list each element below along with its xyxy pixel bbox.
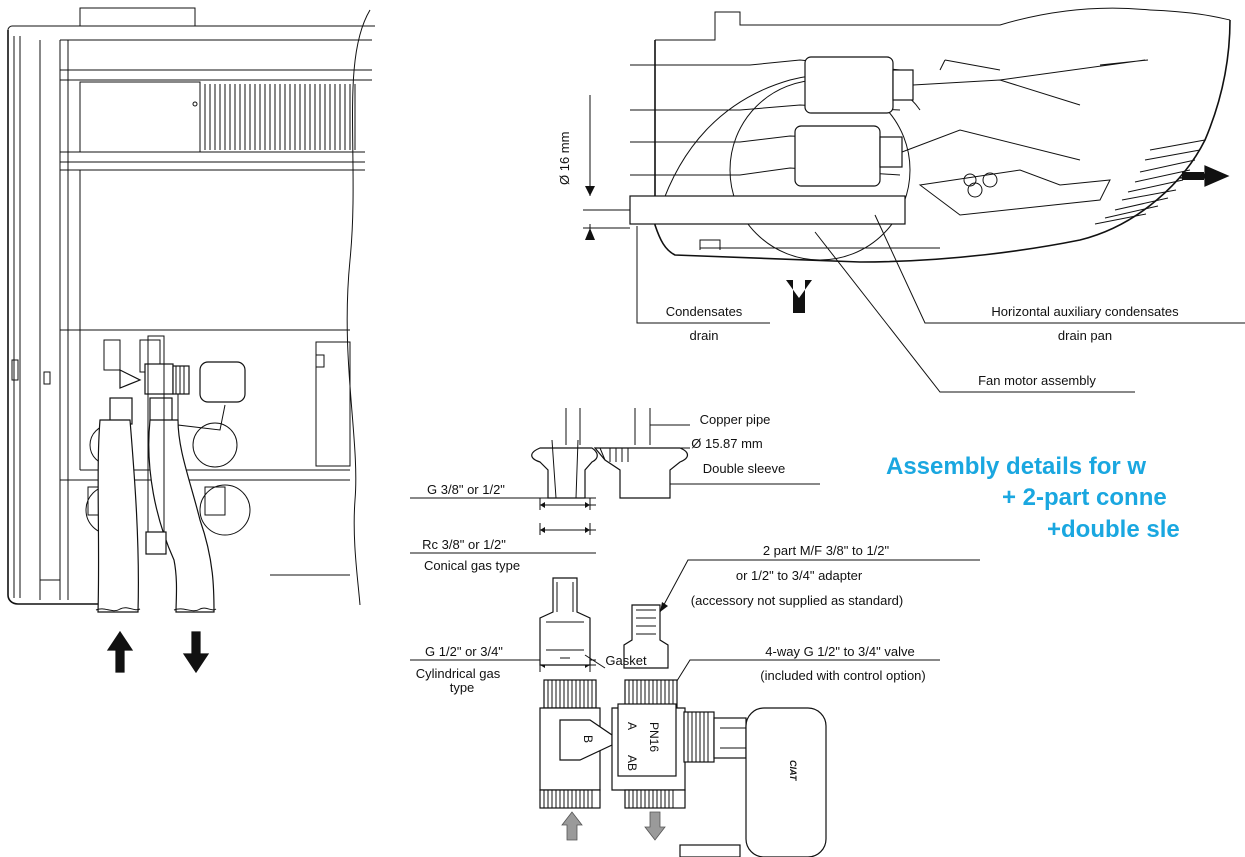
label-conical-gas: Conical gas type bbox=[424, 558, 520, 573]
adapter-drawing bbox=[539, 559, 980, 669]
label-drain-pan: drain pan bbox=[1058, 328, 1112, 343]
label-rc38-12: Rc 3/8" or 1/2" bbox=[422, 537, 506, 552]
label-cylindrical-gas: Cylindrical gas bbox=[416, 666, 501, 681]
valve-mark-a: A bbox=[625, 722, 639, 730]
unit-cabinet-view bbox=[7, 7, 375, 674]
label-gasket: Gasket bbox=[605, 653, 647, 668]
coil-fins bbox=[204, 84, 356, 150]
label-copper-diameter: Ø 15.87 mm bbox=[691, 436, 763, 451]
label-fan-motor: Fan motor assembly bbox=[978, 373, 1096, 388]
title-line-2: + 2-part conne bbox=[1002, 484, 1167, 511]
label-double-sleeve: Double sleeve bbox=[703, 461, 785, 476]
label-g12-34: G 1/2" or 3/4" bbox=[425, 644, 503, 659]
label-diameter-16: Ø 16 mm bbox=[557, 132, 572, 185]
label-valve-1: 4-way G 1/2" to 3/4" valve bbox=[765, 644, 914, 659]
label-horizontal-pan: Horizontal auxiliary condensates bbox=[991, 304, 1179, 319]
valve-mark-pn16: PN16 bbox=[647, 722, 661, 752]
label-cylindrical-type: type bbox=[450, 680, 475, 695]
label-drain: drain bbox=[690, 328, 719, 343]
label-valve-2: (included with control option) bbox=[760, 668, 925, 683]
label-copper-pipe: Copper pipe bbox=[700, 412, 771, 427]
title-line-1: Assembly details for w bbox=[886, 453, 1147, 480]
valve-mark-ab: AB bbox=[625, 755, 639, 771]
label-g38-12: G 3/8" or 1/2" bbox=[427, 482, 505, 497]
valve-mark-b: B bbox=[581, 735, 595, 743]
valve-brand-logo: CIAT bbox=[788, 760, 798, 782]
title-line-3: +double sle bbox=[1047, 516, 1180, 543]
copper-pipe-sleeve-drawing bbox=[531, 408, 820, 499]
label-adapter-2: or 1/2" to 3/4" adapter bbox=[736, 568, 863, 583]
label-adapter-3: (accessory not supplied as standard) bbox=[691, 593, 903, 608]
valve-drawing bbox=[539, 659, 940, 857]
side-section-view bbox=[583, 7, 1245, 393]
label-adapter-1: 2 part M/F 3/8" to 1/2" bbox=[763, 543, 890, 558]
label-condensates: Condensates bbox=[666, 304, 743, 319]
